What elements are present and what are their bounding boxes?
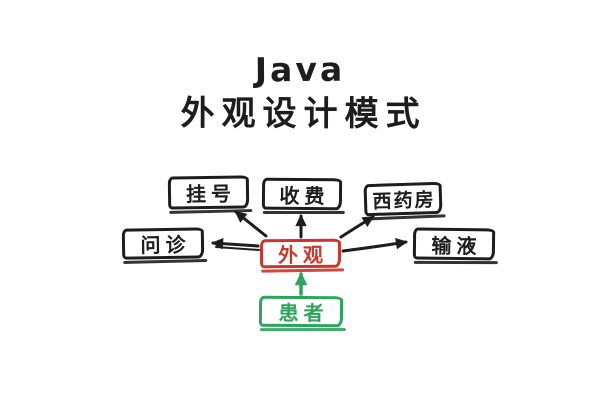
node-registration-label: 挂号	[185, 181, 237, 207]
node-facade-label: 外观	[277, 242, 329, 268]
node-pharmacy: 西药房	[363, 181, 443, 217]
diagram-title: Java 外观设计模式	[0, 50, 600, 136]
node-registration: 挂号	[167, 175, 250, 210]
title-java: Java	[254, 49, 346, 90]
node-patient: 患者	[258, 295, 344, 328]
title-facade-pattern: 外观设计模式	[180, 93, 427, 135]
node-patient-label: 患者	[278, 300, 329, 326]
edge-facade-infusion	[341, 238, 408, 253]
node-pharmacy-label: 西药房	[372, 188, 436, 213]
edge-facade-consultation	[211, 238, 260, 250]
node-consultation-label: 问诊	[140, 232, 191, 258]
node-infusion-label: 输液	[431, 233, 482, 258]
node-infusion: 输液	[412, 227, 496, 261]
node-billing-label: 收费	[279, 183, 330, 208]
edge-facade-registration	[234, 210, 268, 238]
node-facade: 外观	[259, 238, 342, 269]
node-consultation: 问诊	[121, 227, 205, 260]
node-billing: 收费	[261, 177, 343, 211]
edge-facade-consultation-sketch-line	[215, 246, 260, 251]
